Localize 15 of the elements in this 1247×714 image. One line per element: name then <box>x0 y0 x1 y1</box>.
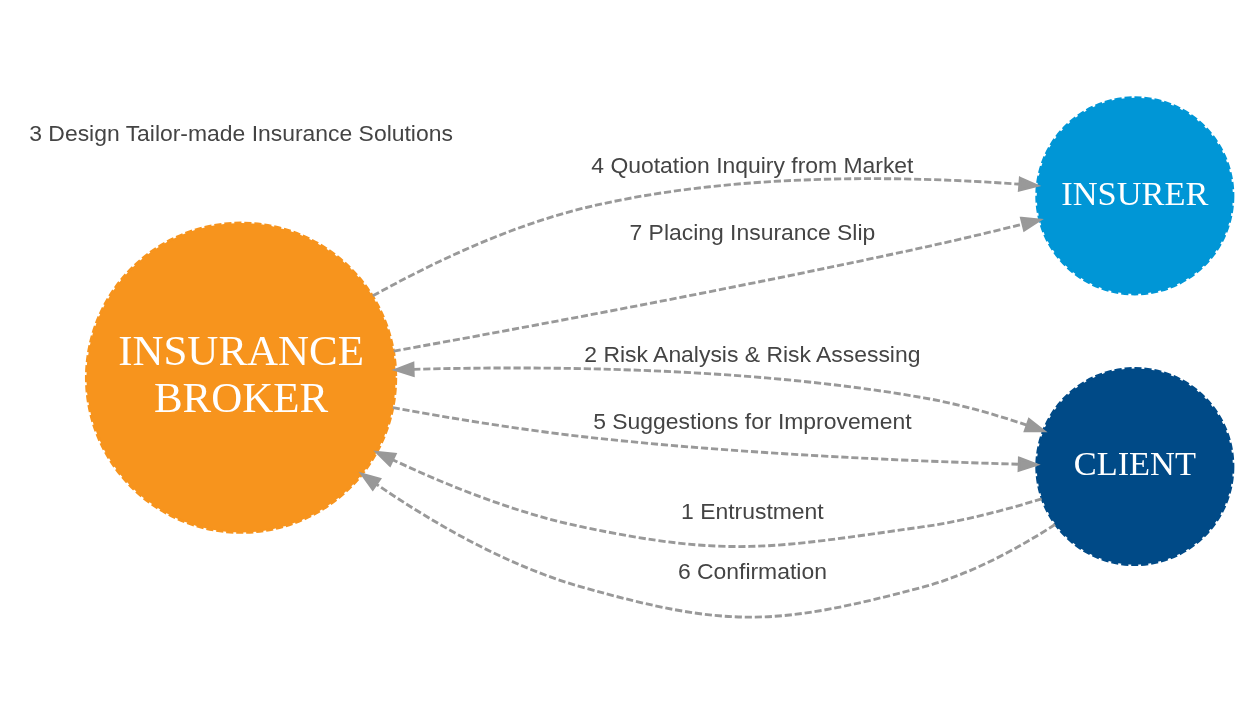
arrow <box>372 175 1042 297</box>
edge-label: 6 Confirmation <box>677 557 827 584</box>
node-circle: INSURER <box>1035 95 1235 295</box>
node-circle: CLIENT <box>1035 366 1235 566</box>
edge-label: 5 Suggestions for Improvement <box>593 407 912 434</box>
arrow <box>393 216 1044 353</box>
arrow <box>373 449 1043 548</box>
edge-label: 7 Placing Insurance Slip <box>629 218 876 245</box>
edge-label: 1 Entrustment <box>681 497 824 524</box>
arrow <box>391 360 1048 432</box>
arrow <box>358 471 1056 619</box>
edge-label: 2 Risk Analysis & Risk Assessing <box>584 340 921 367</box>
label: 3 Design Tailor-made Insurance Solutions <box>29 119 453 146</box>
arrow <box>392 405 1041 472</box>
edge-label: 4 Quotation Inquiry from Market <box>591 151 914 178</box>
